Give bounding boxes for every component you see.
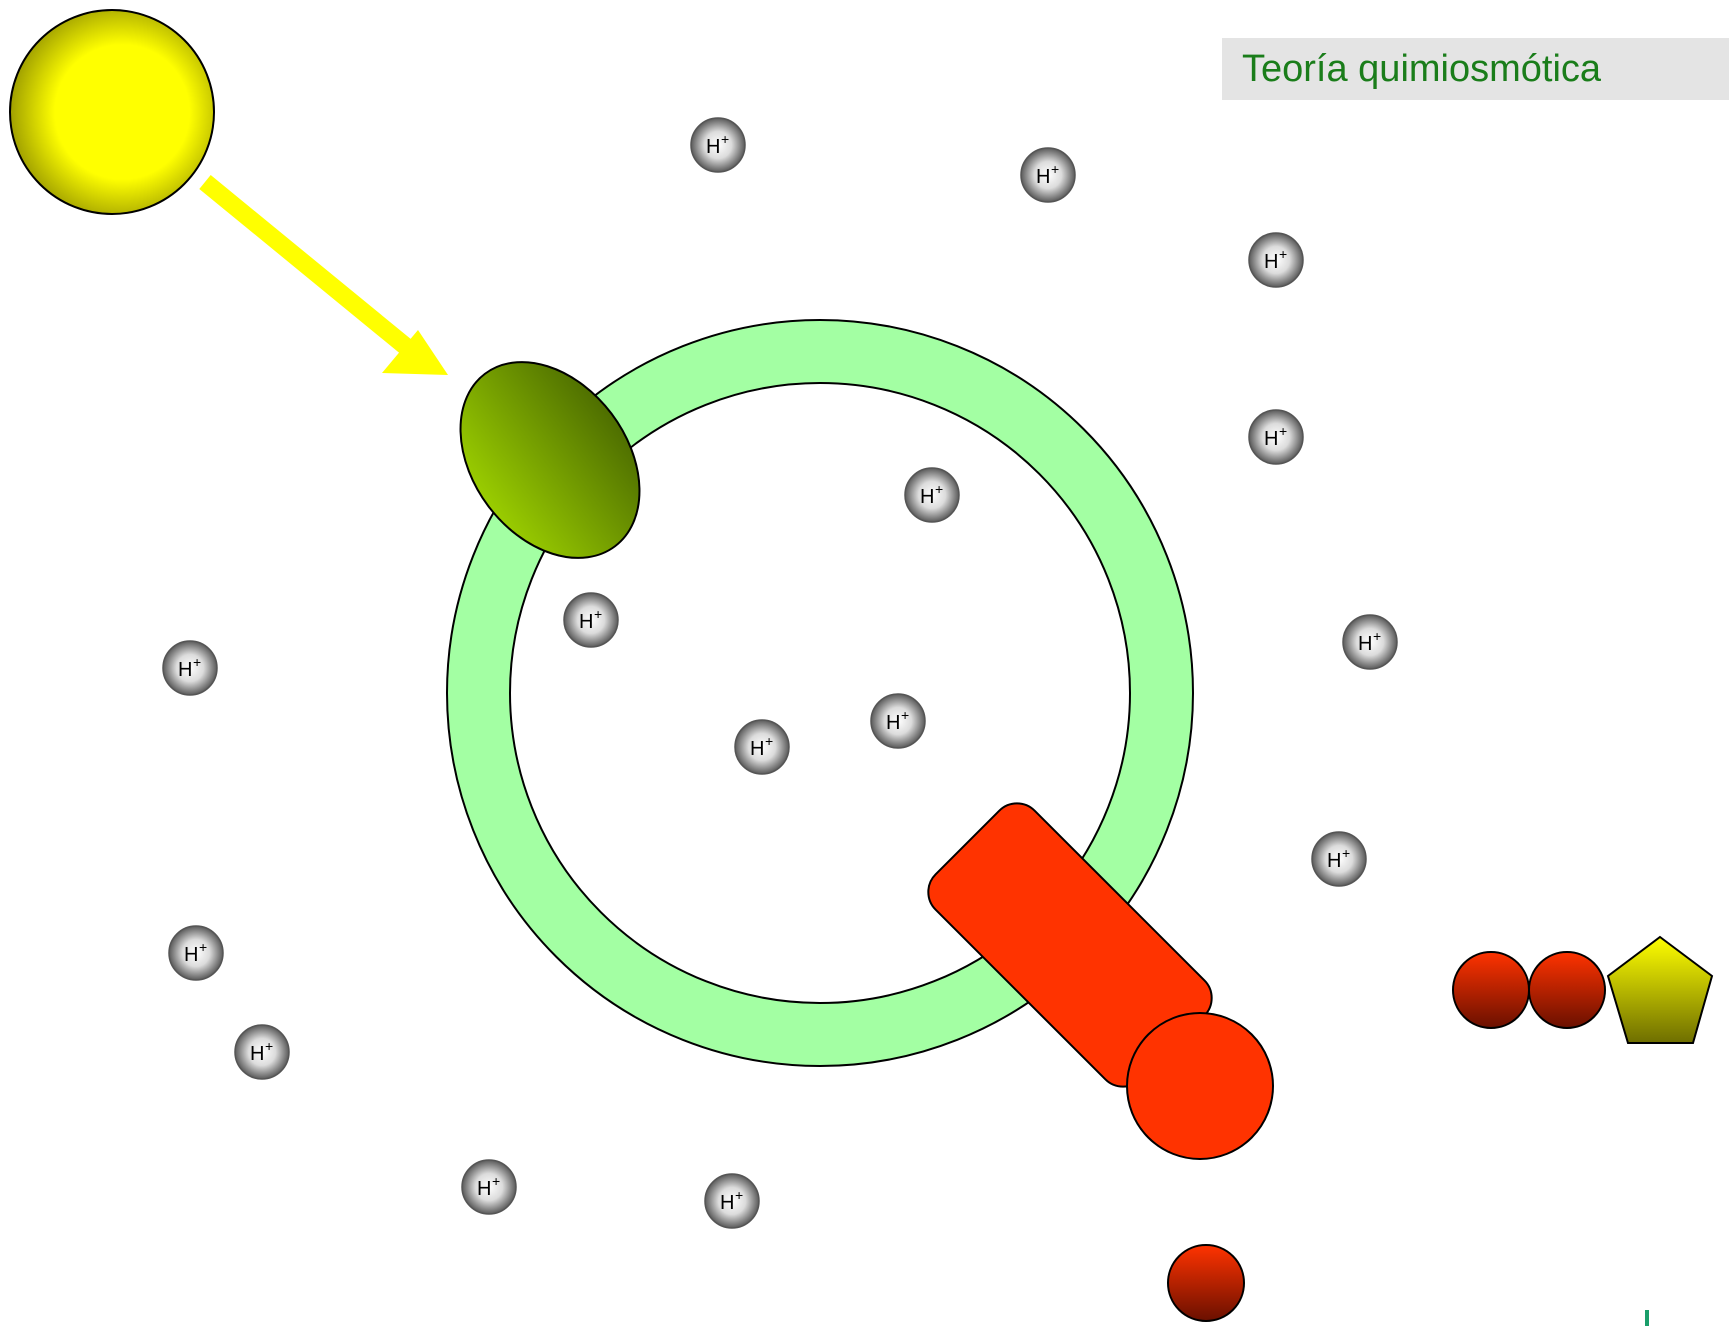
proton-label: H bbox=[886, 712, 900, 734]
proton-charge: + bbox=[193, 654, 201, 670]
proton-charge: + bbox=[265, 1038, 273, 1054]
proton-icon: H+ bbox=[1248, 232, 1304, 288]
proton-icon: H+ bbox=[162, 640, 218, 696]
pentagon-icon bbox=[1606, 935, 1714, 1044]
proton-label: H bbox=[706, 136, 720, 158]
proton-charge: + bbox=[721, 131, 729, 147]
proton-charge: + bbox=[199, 939, 207, 955]
proton-charge: + bbox=[735, 1187, 743, 1203]
phosphate-icon bbox=[1452, 951, 1530, 1029]
proton-icon: H+ bbox=[690, 117, 746, 173]
proton-icon: H+ bbox=[870, 693, 926, 749]
proton-label: H bbox=[579, 611, 593, 633]
proton-charge: + bbox=[1342, 845, 1350, 861]
light-arrow bbox=[199, 175, 448, 375]
proton-icon: H+ bbox=[461, 1159, 517, 1215]
proton-icon: H+ bbox=[563, 592, 619, 648]
phosphate-icon bbox=[1167, 1244, 1245, 1322]
photosystem-icon bbox=[459, 361, 641, 559]
proton-charge: + bbox=[1279, 423, 1287, 439]
proton-charge: + bbox=[594, 606, 602, 622]
sun-icon bbox=[9, 9, 215, 215]
proton-icon: H+ bbox=[704, 1173, 760, 1229]
adp-molecule bbox=[1452, 935, 1714, 1044]
proton-label: H bbox=[1358, 633, 1372, 655]
protons-group: H+H+H+H+H+H+H+H+H+H+H+H+H+H+H+ bbox=[162, 117, 1398, 1229]
proton-charge: + bbox=[1279, 246, 1287, 262]
proton-label: H bbox=[1264, 428, 1278, 450]
proton-label: H bbox=[250, 1043, 264, 1065]
proton-label: H bbox=[178, 659, 192, 681]
proton-charge: + bbox=[935, 481, 943, 497]
proton-label: H bbox=[1036, 166, 1050, 188]
proton-label: H bbox=[720, 1192, 734, 1214]
proton-label: H bbox=[920, 486, 934, 508]
proton-icon: H+ bbox=[168, 925, 224, 981]
proton-label: H bbox=[184, 944, 198, 966]
proton-icon: H+ bbox=[1020, 147, 1076, 203]
proton-icon: H+ bbox=[904, 467, 960, 523]
proton-charge: + bbox=[765, 733, 773, 749]
proton-icon: H+ bbox=[1342, 614, 1398, 670]
phosphate-icon bbox=[1528, 951, 1606, 1029]
proton-charge: + bbox=[492, 1173, 500, 1189]
proton-label: H bbox=[750, 738, 764, 760]
proton-charge: + bbox=[1051, 161, 1059, 177]
proton-icon: H+ bbox=[1311, 831, 1367, 887]
proton-label: H bbox=[477, 1178, 491, 1200]
slide-title: Teoría quimiosmótica bbox=[1222, 38, 1729, 100]
proton-icon: H+ bbox=[234, 1024, 290, 1080]
proton-charge: + bbox=[1373, 628, 1381, 644]
corner-mark bbox=[1645, 1310, 1649, 1326]
proton-label: H bbox=[1264, 251, 1278, 273]
atp-synthase-icon bbox=[927, 802, 1274, 1160]
proton-charge: + bbox=[901, 707, 909, 723]
proton-label: H bbox=[1327, 850, 1341, 872]
proton-icon: H+ bbox=[1248, 409, 1304, 465]
proton-icon: H+ bbox=[734, 719, 790, 775]
